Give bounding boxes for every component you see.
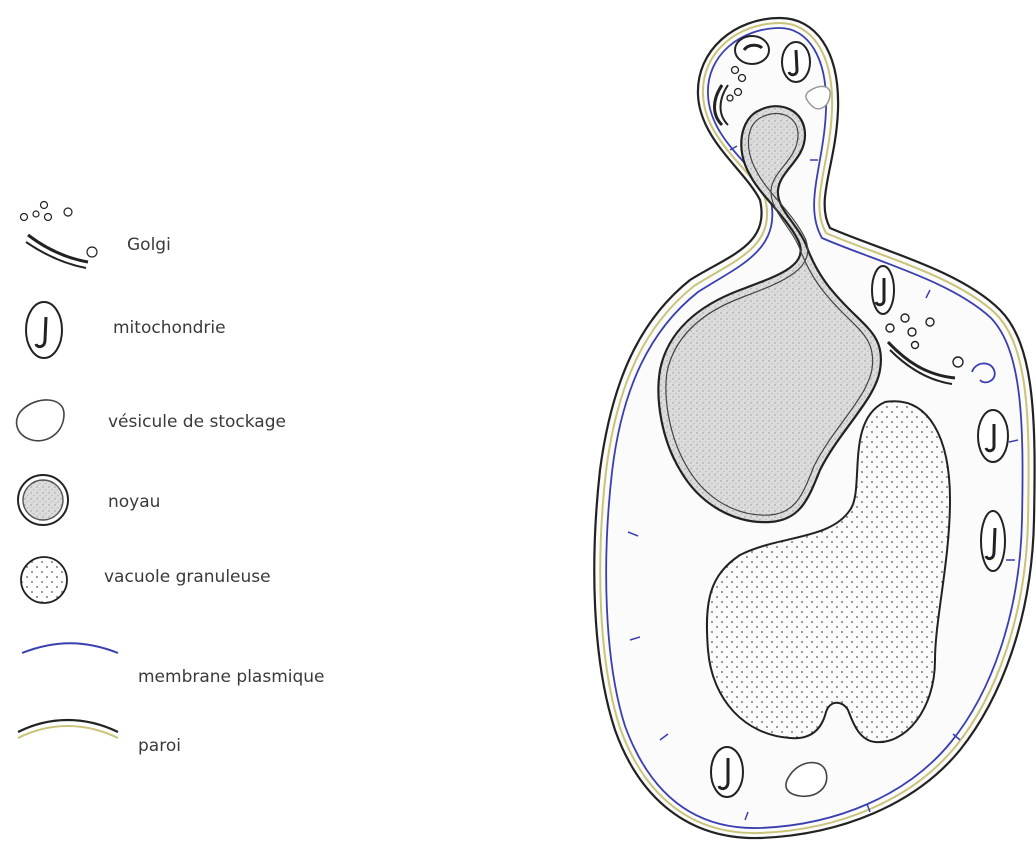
legend-label-wall: paroi bbox=[138, 736, 181, 756]
legend-label-mitochondrion: mitochondrie bbox=[113, 318, 226, 338]
legend-golgi-icon bbox=[21, 202, 98, 269]
legend-vacuole-icon bbox=[21, 557, 67, 603]
cell-mitochondrion-1 bbox=[872, 266, 894, 314]
legend-label-membrane: membrane plasmique bbox=[138, 667, 325, 687]
cell-mitochondrion-4 bbox=[711, 747, 743, 797]
bud-mitochondrion-2 bbox=[782, 42, 810, 82]
bud-mitochondrion-1 bbox=[735, 36, 769, 64]
legend-wall-icon bbox=[18, 720, 118, 738]
legend-label-nucleus: noyau bbox=[108, 492, 160, 512]
legend-nucleus-icon bbox=[18, 475, 68, 525]
legend-mitochondrion-icon bbox=[26, 302, 62, 358]
legend-label-vacuole: vacuole granuleuse bbox=[104, 567, 271, 587]
legend-vesicle-icon bbox=[17, 400, 64, 441]
legend-membrane-icon bbox=[22, 643, 118, 653]
cell-mitochondrion-3 bbox=[981, 511, 1005, 571]
legend-label-vesicle: vésicule de stockage bbox=[108, 412, 286, 432]
legend-label-golgi: Golgi bbox=[127, 235, 171, 255]
cell-mitochondrion-2 bbox=[978, 410, 1008, 462]
